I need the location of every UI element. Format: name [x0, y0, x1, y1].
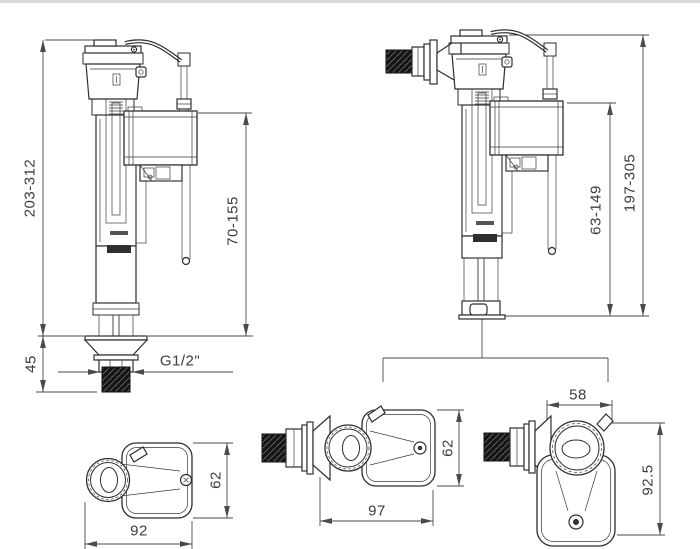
top-view-side-entry-valve-rotated — [483, 413, 616, 547]
dim-label-top-view-left-width: 92 — [130, 522, 148, 540]
dim-label-top-view-right-cap-width: 58 — [569, 386, 587, 404]
dim-label-right-float-height: 63-149 — [587, 185, 605, 235]
dimension-lines — [36, 34, 665, 549]
dim-label-thread-spec: G1/2" — [159, 352, 201, 370]
dim-label-left-total-height: 203-312 — [21, 158, 39, 218]
top-view-bottom-entry-valve — [85, 442, 193, 519]
dim-label-top-view-middle-width: 97 — [368, 502, 386, 520]
fill-valve-technical-drawing — [36, 29, 665, 549]
dim-label-top-view-left-depth: 62 — [207, 471, 225, 489]
front-view-side-entry-valve — [385, 29, 564, 320]
front-view-bottom-entry-valve — [82, 39, 198, 393]
dim-label-top-view-right-length: 92.5 — [639, 464, 657, 496]
dim-label-left-float-height: 70-155 — [224, 196, 242, 246]
top-view-side-entry-valve-horizontal — [261, 405, 436, 487]
dim-label-right-total-height: 197-305 — [621, 153, 639, 213]
dim-label-top-view-middle-depth: 62 — [439, 439, 457, 457]
dim-label-left-shank-height: 45 — [22, 355, 40, 373]
